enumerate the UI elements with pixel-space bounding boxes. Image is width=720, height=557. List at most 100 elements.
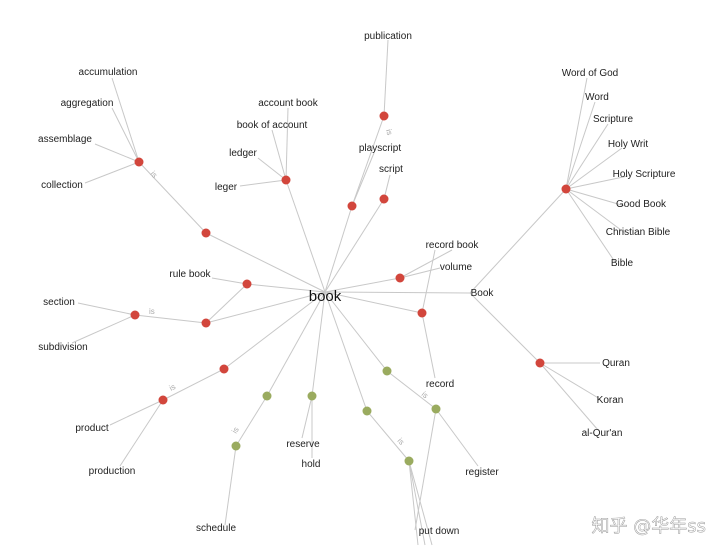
edge-leaf: [301, 395, 313, 439]
node-verb-register-link[interactable]: [382, 366, 392, 376]
word-volume[interactable]: volume: [440, 262, 473, 273]
node-collection-link[interactable]: [201, 228, 211, 238]
edge-center-script: [324, 198, 385, 293]
word-register[interactable]: register: [465, 467, 499, 478]
edge-center-collection-hub: [205, 232, 326, 293]
node-verb-reserve-hub[interactable]: [307, 391, 317, 401]
node-bible-hub[interactable]: [561, 184, 571, 194]
word-labels: book publication accumulation aggregatio…: [38, 31, 676, 537]
word-product[interactable]: product: [75, 423, 109, 434]
edge-leaf: [205, 283, 248, 324]
edge-leaf: [285, 107, 289, 181]
edge-leaf: [111, 77, 140, 163]
word-ledger[interactable]: ledger: [229, 148, 257, 159]
word-christian-bible[interactable]: Christian Bible: [606, 227, 671, 238]
edge-leaf: [565, 123, 609, 190]
node-record-hub[interactable]: [417, 308, 427, 318]
edge-leaf: [408, 460, 433, 546]
node-verb-putdown-link[interactable]: [362, 406, 372, 416]
word-good-book[interactable]: Good Book: [616, 199, 667, 210]
word-record[interactable]: record: [426, 379, 454, 390]
word-publication[interactable]: publication: [364, 31, 412, 42]
edge-leaf: [565, 175, 629, 190]
word-word-of-god[interactable]: Word of God: [562, 68, 619, 79]
word-script[interactable]: script: [379, 164, 403, 175]
edge-collection-is: [138, 161, 207, 234]
word-assemblage[interactable]: assemblage: [38, 134, 92, 145]
edge-leaf: [109, 399, 164, 426]
word-leger[interactable]: leger: [215, 182, 238, 193]
edge-leaf: [565, 101, 596, 190]
word-production[interactable]: production: [89, 466, 136, 477]
edge-register-is: [386, 370, 437, 410]
edge-leaf: [408, 460, 419, 546]
node-section-hub[interactable]: [130, 310, 140, 320]
rel-is-label: is: [396, 436, 407, 446]
edge-leaf: [257, 157, 287, 181]
word-holy-scripture[interactable]: Holy Scripture: [613, 169, 676, 180]
word-scripture[interactable]: Scripture: [593, 114, 633, 125]
edge-leaf: [239, 179, 287, 187]
node-verb-schedule-link[interactable]: [262, 391, 272, 401]
node-product-hub[interactable]: [158, 395, 168, 405]
node-verb-putdown-hub[interactable]: [404, 456, 414, 466]
edge-leaf: [539, 362, 601, 400]
node-verb-register-hub[interactable]: [431, 404, 441, 414]
node-volume[interactable]: [395, 273, 405, 283]
word-hold[interactable]: hold: [302, 459, 321, 470]
edge-center-rule-book: [246, 283, 326, 293]
word-book-capital[interactable]: Book: [471, 288, 495, 299]
edge-leaf: [399, 267, 441, 279]
edge-playscript-is: [351, 115, 385, 207]
node-rule-book[interactable]: [242, 279, 252, 289]
edges: [71, 39, 629, 546]
edge-leaf: [77, 302, 136, 316]
node-playscript-hub[interactable]: [347, 201, 357, 211]
node-section-link[interactable]: [201, 318, 211, 328]
node-collection-hub[interactable]: [134, 157, 144, 167]
word-book-of-account[interactable]: book of account: [237, 120, 308, 131]
edge-leaf: [435, 408, 479, 467]
word-rule-book[interactable]: rule book: [169, 269, 211, 280]
word-schedule[interactable]: schedule: [196, 523, 236, 534]
word-section[interactable]: section: [43, 297, 75, 308]
word-accumulation[interactable]: accumulation: [79, 67, 138, 78]
word-quran[interactable]: Quran: [602, 358, 630, 369]
word-koran[interactable]: Koran: [597, 395, 624, 406]
word-collection[interactable]: collection: [41, 180, 83, 191]
edge-leaf: [421, 249, 436, 314]
edge-leaf: [94, 143, 140, 163]
node-script[interactable]: [379, 194, 389, 204]
edge-leaf: [119, 399, 164, 467]
rel-is-label: is: [149, 307, 155, 316]
word-word[interactable]: Word: [585, 92, 609, 103]
word-al-quran[interactable]: al-Qur'an: [582, 428, 623, 439]
center-word-book[interactable]: book: [309, 288, 342, 305]
node-product-link[interactable]: [219, 364, 229, 374]
word-subdivision[interactable]: subdivision: [38, 342, 87, 353]
word-aggregation[interactable]: aggregation: [61, 98, 114, 109]
rel-is-label: is: [168, 382, 177, 393]
word-put-down[interactable]: put down: [419, 526, 460, 537]
word-bible[interactable]: Bible: [611, 258, 634, 269]
word-holy-writ[interactable]: Holy Writ: [608, 139, 649, 150]
edge-leaf: [421, 312, 436, 379]
edge-center-volume: [324, 277, 401, 293]
node-quran-hub[interactable]: [535, 358, 545, 368]
rel-is-label: is: [420, 390, 430, 401]
edge-section-is: [134, 314, 207, 324]
edge-leaf: [565, 77, 588, 190]
edge-book-quran-hub: [469, 292, 541, 364]
nodes: [130, 111, 571, 466]
relation-labels: is is is is is is is: [149, 128, 430, 446]
node-verb-schedule-hub[interactable]: [231, 441, 241, 451]
node-ledger-hub[interactable]: [281, 175, 291, 185]
word-playscript[interactable]: playscript: [359, 143, 401, 154]
edge-product-is: [162, 368, 225, 401]
word-account-book[interactable]: account book: [258, 98, 318, 109]
edge-schedule-is: [235, 395, 268, 447]
edge-leaf: [351, 152, 375, 207]
word-record-book[interactable]: record book: [426, 240, 480, 251]
node-publication-hub[interactable]: [379, 111, 389, 121]
word-reserve[interactable]: reserve: [286, 439, 320, 450]
